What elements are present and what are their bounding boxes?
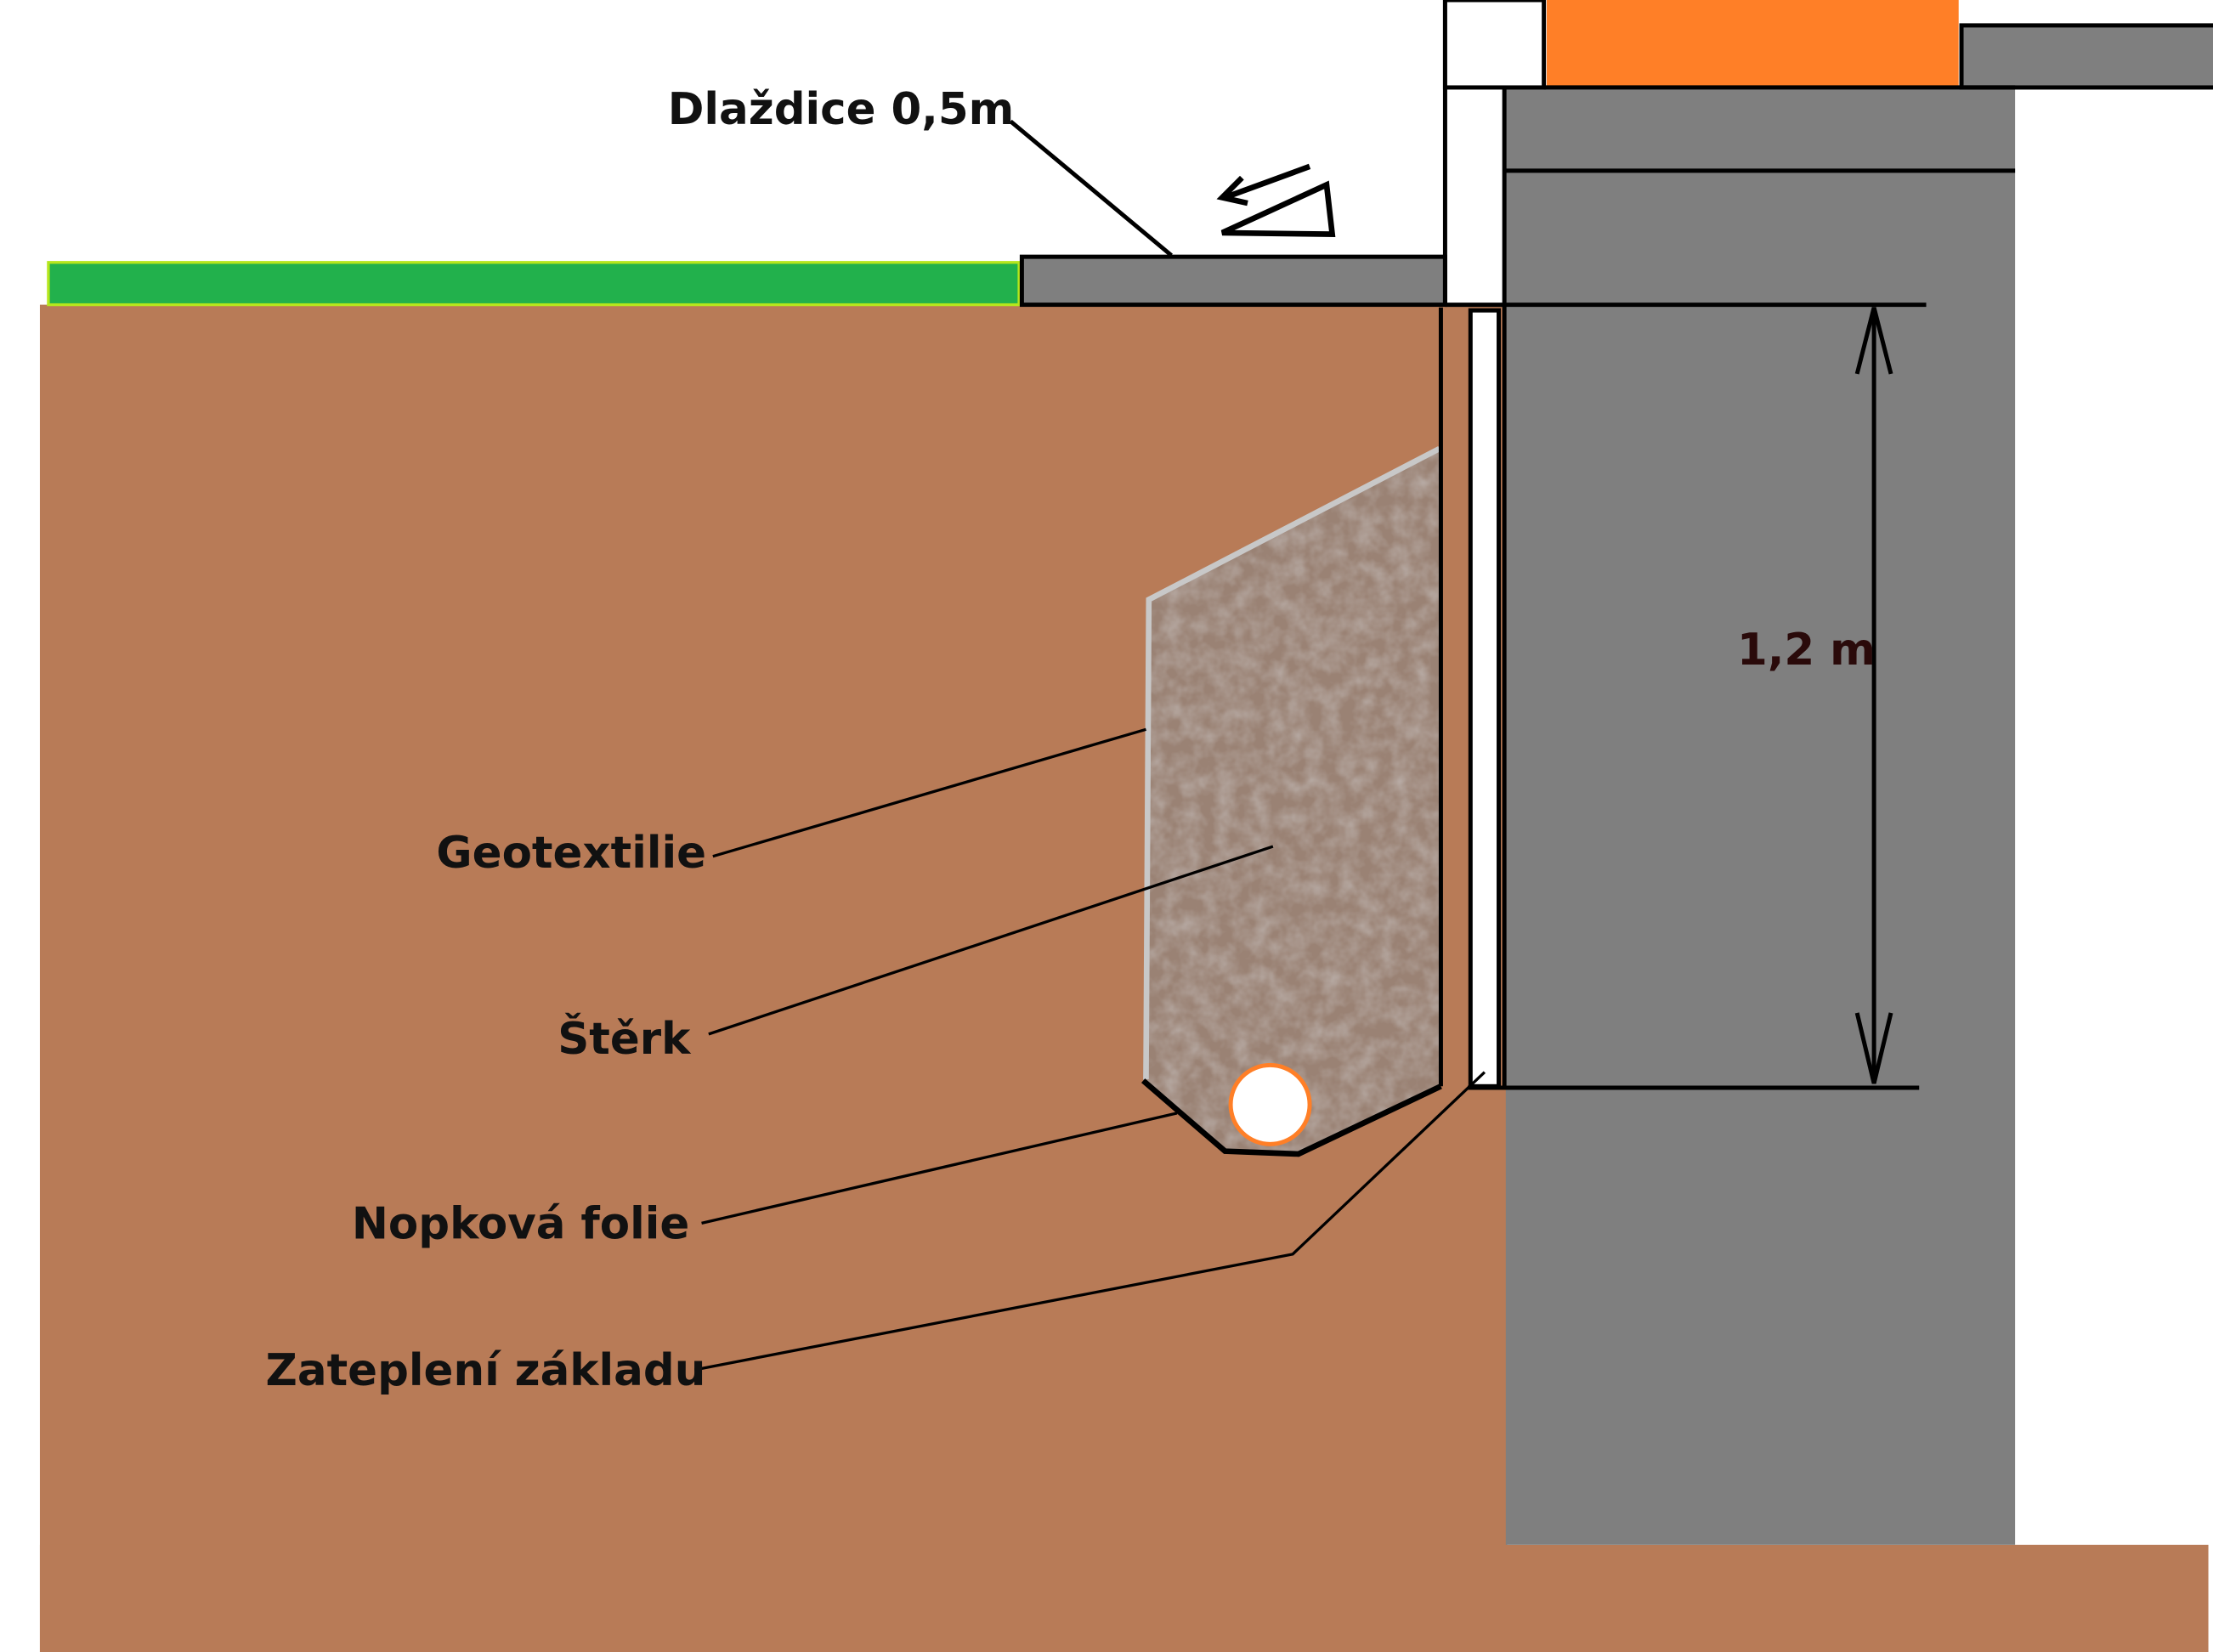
trench-bottom [1140,1078,1442,1157]
floor-orange [1546,0,1959,88]
geotextile [1143,445,1441,1080]
label-foundation-insulation: Zateplení základu [266,1345,706,1396]
foundation-insulation [1468,308,1502,1089]
tiles [1019,254,1447,308]
leader-tiles [1009,119,1173,257]
drain-pipe [1228,1062,1312,1146]
label-gravel: Štěrk [557,1012,692,1065]
leader-insulation [693,1071,1486,1372]
leader-dimple-membrane [701,1112,1178,1225]
label-geotextile: Geotextilie [436,828,706,879]
wall-top-box [1442,0,1547,90]
floor-slab [1959,23,2213,90]
slope-arrow-icon [1216,163,1336,237]
leader-geotextile [712,727,1146,858]
label-depth: 1,2 m [1737,625,1876,676]
label-tiles: Dlaždice 0,5m [668,84,1015,135]
foundation [1505,87,2016,1545]
depth-dimension [1854,307,1893,1084]
grass [47,261,1021,307]
leader-gravel [708,845,1274,1036]
gravel-texture [1143,448,1440,1154]
label-dimple-membrane: Nopková folie [352,1199,690,1250]
soil-bottom [39,1544,2209,1652]
